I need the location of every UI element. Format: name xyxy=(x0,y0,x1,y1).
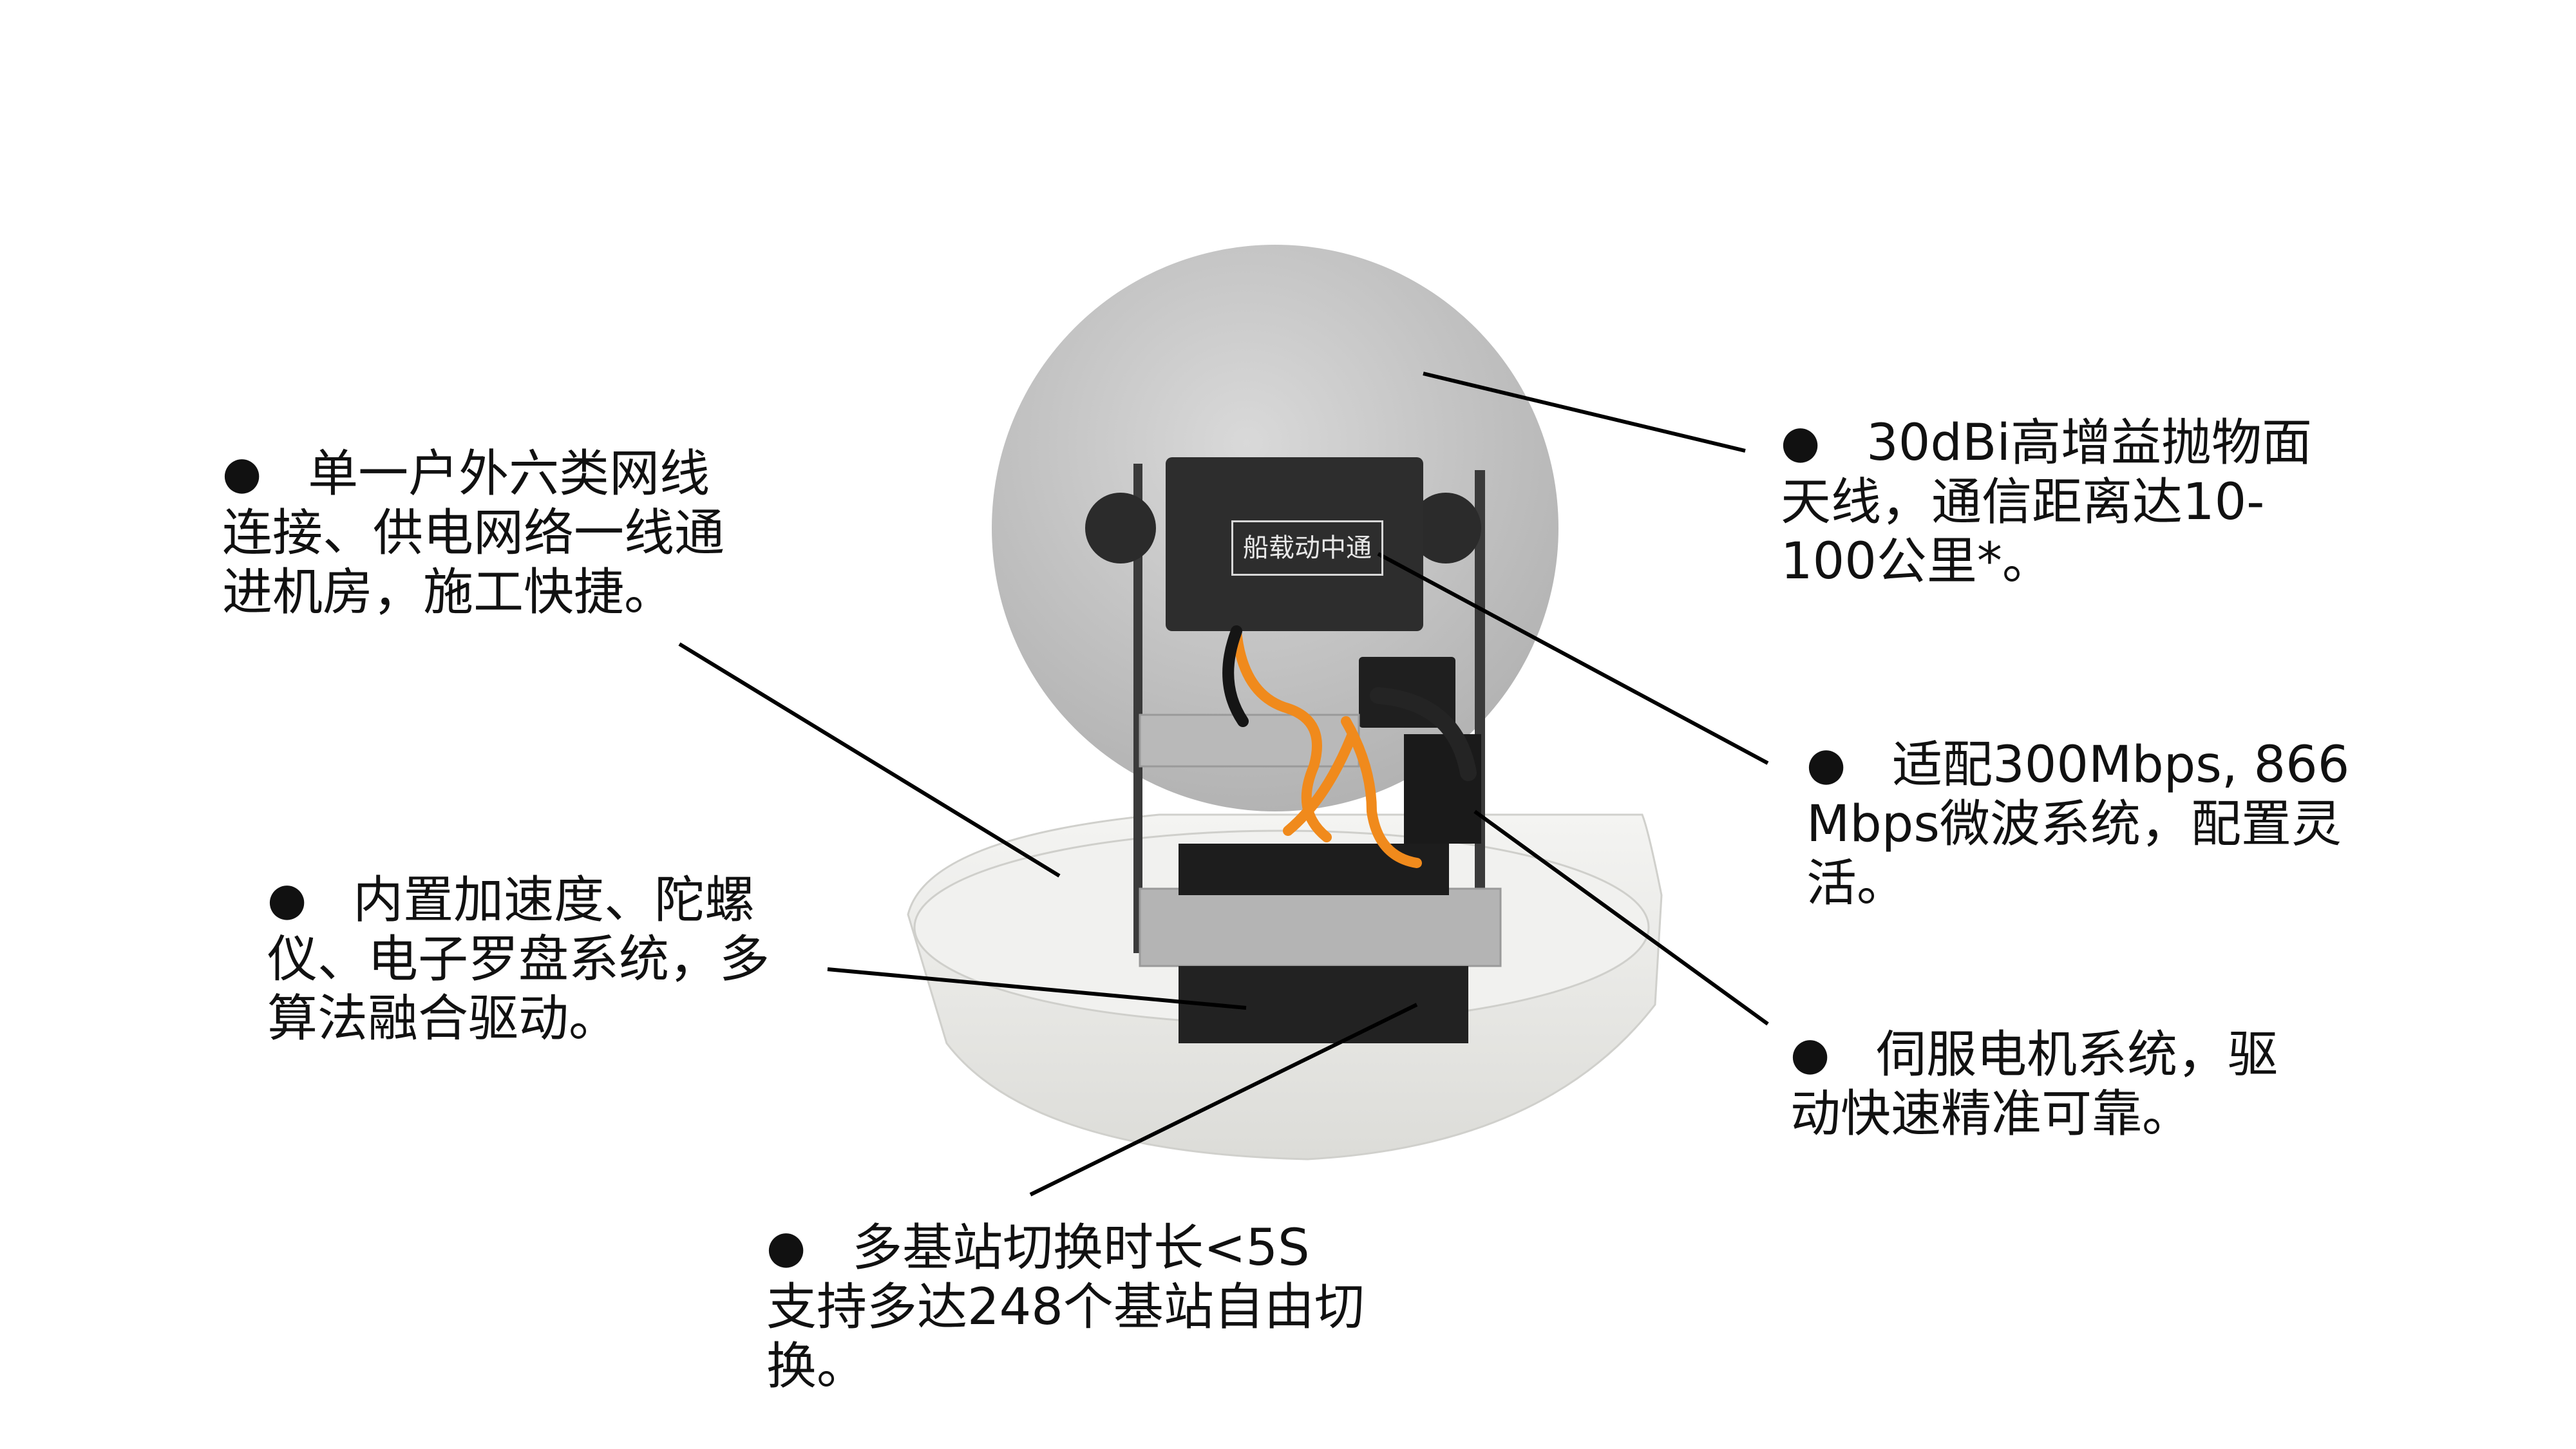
pivot-hub-right xyxy=(1410,493,1481,564)
callout-microwave-line-1: ●适配300Mbps, 866 xyxy=(1806,734,2349,795)
base-plate xyxy=(1139,887,1502,967)
main-enclosure xyxy=(1166,457,1423,631)
pivot-hub-left xyxy=(1085,493,1156,564)
leader-line-network xyxy=(678,642,1061,878)
callout-network: ●单一户外六类网线 连接、供电网络一线通 进机房，施工快捷。 xyxy=(222,443,724,622)
callout-basestation: ●多基站切换时长<5S 支持多达248个基站自由切 换。 xyxy=(766,1217,1365,1396)
bullet-icon: ● xyxy=(222,446,262,499)
bullet-icon: ● xyxy=(267,873,307,925)
device-label: 船载动中通 xyxy=(1231,520,1383,576)
callout-antenna-line-1: ●30dBi高增益抛物面 xyxy=(1781,412,2312,473)
callout-basestation-line-1: ●多基站切换时长<5S xyxy=(766,1217,1365,1278)
leader-lines xyxy=(678,372,1769,1197)
callout-network-line-3: 进机房，施工快捷。 xyxy=(222,564,675,621)
corrugated-conduit xyxy=(1370,687,1477,781)
leader-line-basestation xyxy=(1029,1003,1418,1197)
orange-cables xyxy=(1231,626,1422,868)
callout-servo-line-2: 动快速精准可靠。 xyxy=(1790,1085,2193,1143)
leader-line-antenna xyxy=(1423,372,1746,453)
bullet-icon: ● xyxy=(766,1220,806,1273)
callout-antenna-line-2: 天线，通信距离达10- xyxy=(1781,473,2265,531)
callout-servo: ●伺服电机系统，驱 动快速精准可靠。 xyxy=(1790,1024,2278,1144)
leader-line-sensors xyxy=(827,967,1247,1010)
callout-basestation-line-3: 换。 xyxy=(766,1338,867,1396)
leader-line-servo xyxy=(1473,810,1769,1026)
callout-servo-line-1: ●伺服电机系统，驱 xyxy=(1790,1024,2278,1084)
bullet-icon: ● xyxy=(1790,1027,1830,1080)
callout-sensors-line-3: 算法融合驱动。 xyxy=(267,990,620,1048)
leader-line-microwave xyxy=(1377,552,1769,765)
callout-antenna: ●30dBi高增益抛物面 天线，通信距离达10- 100公里*。 xyxy=(1781,412,2312,591)
callout-microwave: ●适配300Mbps, 866 Mbps微波系统，配置灵 活。 xyxy=(1806,734,2349,913)
metal-bracket xyxy=(1139,714,1360,768)
callout-microwave-line-3: 活。 xyxy=(1806,855,1908,913)
callout-sensors-line-2: 仪、电子罗盘系统，多 xyxy=(267,931,770,989)
callout-basestation-line-2: 支持多达248个基站自由切 xyxy=(766,1278,1365,1336)
callout-microwave-line-2: Mbps微波系统，配置灵 xyxy=(1806,795,2342,853)
callout-network-line-2: 连接、供电网络一线通 xyxy=(222,504,725,562)
black-cable xyxy=(1222,625,1249,727)
bullet-icon: ● xyxy=(1781,415,1821,468)
bullet-icon: ● xyxy=(1806,737,1846,790)
callout-sensors-line-1: ●内置加速度、陀螺 xyxy=(267,869,770,930)
callout-antenna-line-3: 100公里*。 xyxy=(1781,533,2052,591)
frame-post-left xyxy=(1133,464,1142,953)
callout-network-line-1: ●单一户外六类网线 xyxy=(222,443,724,504)
callout-sensors: ●内置加速度、陀螺 仪、电子罗盘系统，多 算法融合驱动。 xyxy=(267,869,770,1048)
control-board xyxy=(1179,844,1449,895)
